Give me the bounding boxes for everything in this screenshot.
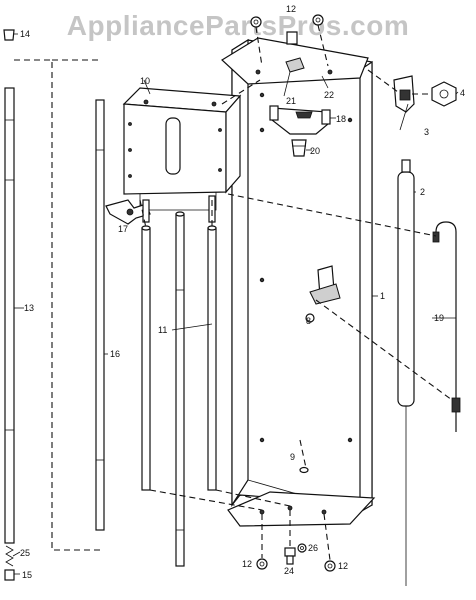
- callout-26: 26: [308, 543, 318, 553]
- callout-19: 19: [434, 313, 444, 323]
- part-20-bracket: [291, 139, 307, 157]
- bottom-plate: [227, 491, 376, 527]
- part-15-foot: [4, 569, 15, 581]
- part-9-grommet: [299, 466, 309, 474]
- part-8-bracket: [305, 265, 341, 323]
- bottom-fasteners: [256, 510, 336, 572]
- callout-12-bottom-right: 12: [338, 561, 348, 571]
- callout-18: 18: [336, 114, 346, 124]
- part-14-cap: [3, 29, 15, 41]
- callout-2: 2: [420, 187, 425, 197]
- part-3-bracket: [393, 75, 415, 113]
- callout-25: 25: [20, 548, 30, 558]
- part-16-rod: [95, 99, 105, 531]
- callout-14: 14: [20, 29, 30, 39]
- callout-21: 21: [286, 96, 296, 106]
- callout-17: 17: [118, 224, 128, 234]
- callout-10: 10: [140, 76, 150, 86]
- callout-9: 9: [290, 452, 295, 462]
- part-18-clamp: [269, 105, 331, 135]
- part-17-wing-nut: [105, 199, 151, 225]
- callout-11: 11: [158, 325, 167, 335]
- part-25-spring: [5, 545, 14, 567]
- callout-12-bottom-left: 12: [242, 559, 252, 569]
- part-2-tube: [397, 159, 415, 586]
- callout-22: 22: [324, 90, 334, 100]
- part-13-rod: [4, 87, 15, 544]
- callout-16: 16: [110, 349, 120, 359]
- callout-13: 13: [24, 303, 34, 313]
- part-10-box: [122, 87, 242, 211]
- callout-3: 3: [424, 127, 429, 137]
- callout-1: 1: [380, 291, 385, 301]
- part-19-wire: [432, 221, 461, 432]
- callout-24: 24: [284, 566, 294, 576]
- callout-4: 4: [460, 88, 465, 98]
- callout-12-top: 12: [286, 4, 296, 14]
- top-plate: [221, 37, 369, 85]
- part-11-rods: [141, 195, 217, 567]
- callout-20: 20: [310, 146, 320, 156]
- part-4-nut: [431, 81, 457, 107]
- callout-15: 15: [22, 570, 32, 580]
- part-12-top-fasteners: [250, 14, 329, 67]
- callout-8: 8: [306, 316, 311, 326]
